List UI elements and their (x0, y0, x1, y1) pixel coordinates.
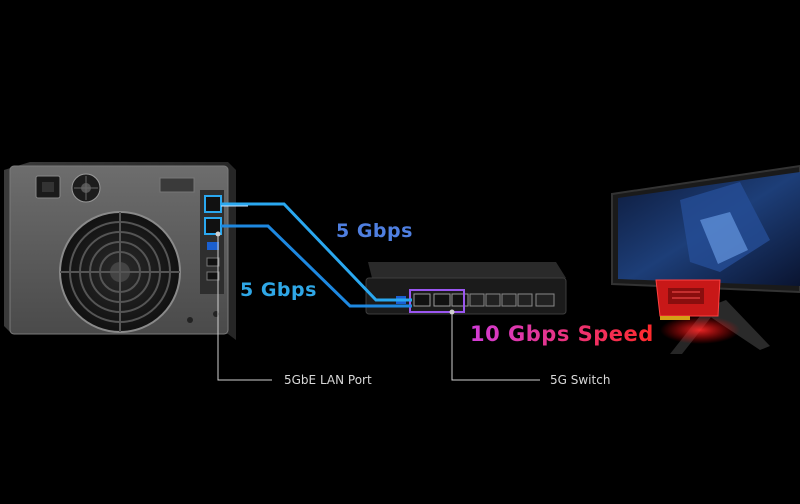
network-card-icon (655, 279, 721, 320)
gaming-monitor-icon (611, 164, 800, 354)
speed-label-top: 5 Gbps (336, 220, 413, 242)
callout-lan-port: 5GbE LAN Port (284, 373, 372, 387)
callout-switch: 5G Switch (550, 373, 611, 387)
speed-label-left: 5 Gbps (240, 279, 317, 301)
speed-label-total: 10 Gbps Speed (470, 322, 654, 346)
nas-enclosure-icon (4, 162, 236, 340)
